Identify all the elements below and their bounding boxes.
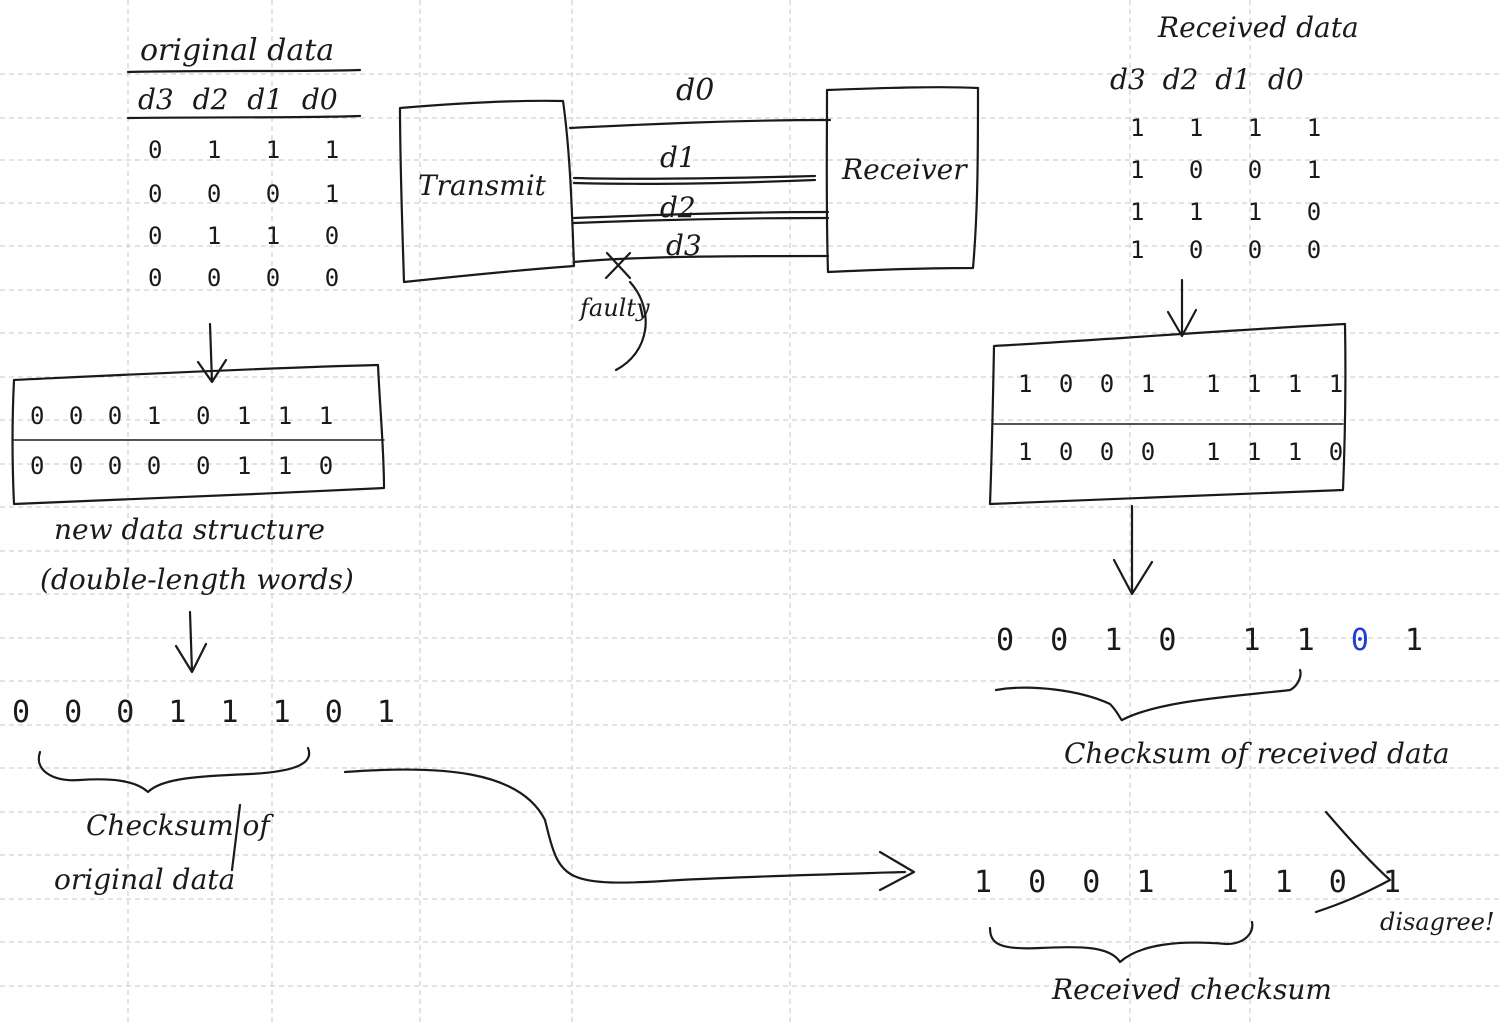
line-d0 bbox=[570, 120, 830, 128]
original-row-2: 0 0 0 1 bbox=[148, 182, 341, 206]
received-row-3: 1 1 1 0 bbox=[1130, 200, 1323, 224]
checksum-received-data-brace bbox=[996, 670, 1301, 720]
checksum-received-data-bits: 0 0 1 0 1 1 0 1 bbox=[996, 626, 1429, 656]
received-structure-row-1-left: 1 0 0 1 bbox=[1018, 372, 1157, 396]
received-row-1: 1 1 1 1 bbox=[1130, 116, 1323, 140]
line-d1 bbox=[574, 176, 815, 179]
received-checksum-label: Received checksum bbox=[1052, 976, 1332, 1004]
checksum-received-data-bits-suffix: 1 bbox=[1375, 623, 1429, 658]
original-header-underline bbox=[128, 116, 360, 118]
line-label-d3: d3 bbox=[666, 232, 702, 260]
line-d1-shadow bbox=[574, 180, 815, 184]
original-title-underline bbox=[128, 70, 360, 72]
new-structure-row-2-left: 0 0 0 0 bbox=[30, 454, 163, 478]
checksum-original-bits: 0 0 0 1 1 1 0 1 bbox=[12, 698, 401, 728]
received-structure-row-1-right: 1 1 1 1 bbox=[1206, 372, 1345, 396]
received-data-header: d3 d2 d1 d0 bbox=[1110, 66, 1304, 94]
connector-arrowhead-icon bbox=[880, 852, 914, 890]
arrow-down-2-icon bbox=[176, 612, 206, 672]
disagree-label: disagree! bbox=[1380, 910, 1495, 934]
faulty-label: faulty bbox=[580, 296, 650, 320]
received-checksum-bits: 1 0 0 1 1 1 0 1 bbox=[974, 868, 1407, 898]
arrow-down-4-icon bbox=[1114, 506, 1152, 594]
received-structure-row-2-right: 1 1 1 0 bbox=[1206, 440, 1345, 464]
checksum-original-label-2: original data bbox=[54, 866, 235, 894]
received-row-4: 1 0 0 0 bbox=[1130, 238, 1323, 262]
connector-arrow bbox=[345, 769, 905, 882]
received-data-title: Received data bbox=[1158, 14, 1359, 42]
checksum-received-data-bit-highlight: 0 bbox=[1351, 623, 1375, 658]
original-data-header: d3 d2 d1 d0 bbox=[138, 86, 338, 114]
transmit-label: Transmit bbox=[418, 172, 546, 200]
receiver-label: Receiver bbox=[842, 156, 967, 184]
arrow-down-3-icon bbox=[1168, 280, 1196, 336]
new-structure-box bbox=[13, 365, 385, 504]
original-row-1: 0 1 1 1 bbox=[148, 138, 341, 162]
new-structure-row-1-right: 0 1 1 1 bbox=[196, 404, 335, 428]
checksum-original-brace bbox=[39, 748, 309, 792]
line-label-d1: d1 bbox=[660, 144, 696, 172]
new-structure-row-2-right: 0 1 1 0 bbox=[196, 454, 335, 478]
new-structure-row-1-left: 0 0 0 1 bbox=[30, 404, 163, 428]
fault-cross-icon bbox=[606, 253, 630, 278]
checksum-received-data-label: Checksum of received data bbox=[1064, 740, 1450, 768]
new-structure-label-1: new data structure bbox=[54, 516, 325, 544]
line-label-d2: d2 bbox=[660, 194, 696, 222]
received-structure-box bbox=[990, 324, 1345, 504]
new-structure-label-2: (double-length words) bbox=[40, 566, 354, 594]
original-row-3: 0 1 1 0 bbox=[148, 224, 341, 248]
line-label-d0: d0 bbox=[676, 76, 714, 106]
received-structure-row-2-left: 1 0 0 0 bbox=[1018, 440, 1157, 464]
received-row-2: 1 0 0 1 bbox=[1130, 158, 1323, 182]
original-row-4: 0 0 0 0 bbox=[148, 266, 341, 290]
checksum-received-data-bits-prefix: 0 0 1 0 1 1 bbox=[996, 623, 1351, 658]
checksum-original-label-1: Checksum of bbox=[86, 812, 270, 840]
original-data-title: original data bbox=[140, 36, 334, 66]
